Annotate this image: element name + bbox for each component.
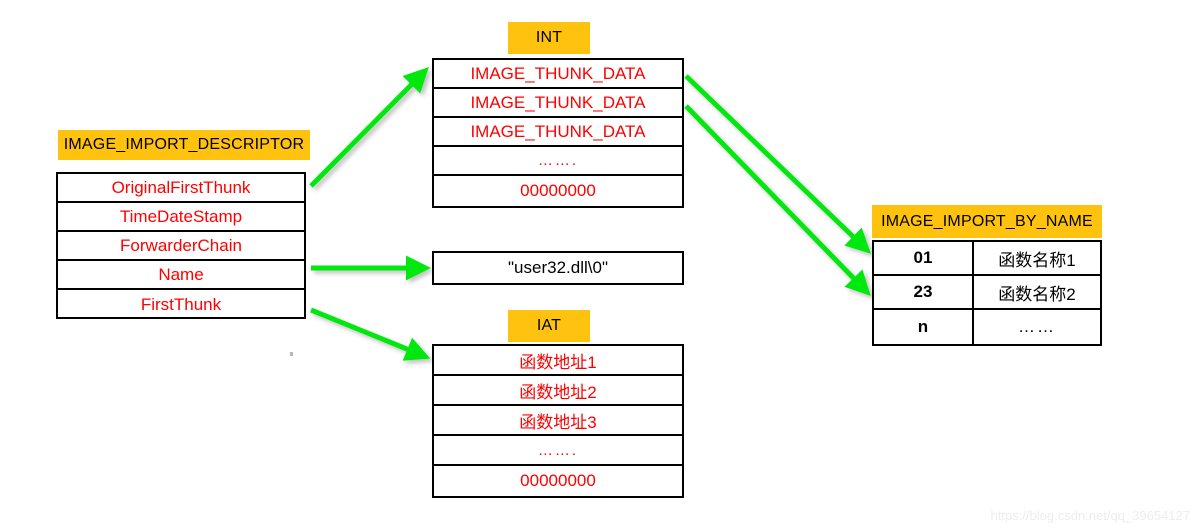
import-by-name-hint-cell: 01 — [874, 242, 974, 274]
int-row-thunk-1: IMAGE_THUNK_DATA — [434, 60, 682, 89]
descriptor-row-name: Name — [58, 261, 304, 290]
int-row-label: 00000000 — [520, 180, 596, 200]
iat-row-label: 00000000 — [520, 471, 596, 490]
import-by-name-hint-cell: n — [874, 310, 974, 344]
iat-row-ellipsis: ……. — [434, 436, 682, 466]
import-by-name-caption: IMAGE_IMPORT_BY_NAME — [872, 205, 1102, 238]
int-row-thunk-2: IMAGE_THUNK_DATA — [434, 89, 682, 118]
int-row-thunk-3: IMAGE_THUNK_DATA — [434, 118, 682, 147]
import-by-name-row: n …… — [874, 310, 1100, 344]
import-by-name-name-cell: 函数名称1 — [974, 242, 1100, 274]
arrow-int-row2-to-import-by-name-row2 — [684, 104, 871, 297]
import-by-name-name: …… — [1018, 317, 1056, 336]
import-by-name-row: 23 函数名称2 — [874, 276, 1100, 310]
iat-row-label: 函数地址2 — [519, 382, 597, 402]
iat-row-address-2: 函数地址2 — [434, 376, 682, 406]
watermark: https://blog.csdn.net/qq_39654127 — [991, 508, 1191, 523]
import-by-name-caption-label: IMAGE_IMPORT_BY_NAME — [881, 212, 1093, 230]
descriptor-table: OriginalFirstThunk TimeDateStamp Forward… — [56, 172, 306, 319]
int-row-label: ……. — [537, 152, 579, 169]
descriptor-row-firstthunk: FirstThunk — [58, 290, 304, 319]
iat-caption: IAT — [508, 310, 590, 342]
iat-row-label: ……. — [537, 441, 579, 459]
import-by-name-name-cell: …… — [974, 310, 1100, 344]
descriptor-caption-label: IMAGE_IMPORT_DESCRIPTOR — [63, 136, 305, 153]
descriptor-row-label: Name — [158, 264, 204, 284]
import-by-name-hint: 23 — [913, 282, 933, 301]
iat-row-address-1: 函数地址1 — [434, 346, 682, 376]
import-by-name-name: 函数名称1 — [998, 250, 1076, 270]
int-row-label: IMAGE_THUNK_DATA — [470, 92, 646, 112]
int-row-label: IMAGE_THUNK_DATA — [470, 63, 646, 83]
watermark-text: https://blog.csdn.net/qq_39654127 — [990, 508, 1191, 523]
iat-caption-label: IAT — [536, 317, 562, 334]
iat-table: 函数地址1 函数地址2 函数地址3 ……. 00000000 — [432, 344, 684, 498]
import-by-name-name: 函数名称2 — [998, 284, 1076, 304]
descriptor-row-label: OriginalFirstThunk — [111, 177, 251, 197]
import-by-name-hint-cell: 23 — [874, 276, 974, 308]
descriptor-row-timedatestamp: TimeDateStamp — [58, 203, 304, 232]
import-by-name-name-cell: 函数名称2 — [974, 276, 1100, 308]
int-row-ellipsis: ……. — [434, 147, 682, 176]
dll-name-box: "user32.dll\0" — [432, 251, 684, 285]
int-caption: INT — [508, 22, 590, 54]
import-by-name-row: 01 函数名称1 — [874, 242, 1100, 276]
import-by-name-table: 01 函数名称1 23 函数名称2 n …… — [872, 240, 1102, 346]
arrow-firstthunk-to-iat — [310, 307, 431, 361]
int-row-label: IMAGE_THUNK_DATA — [470, 121, 646, 141]
descriptor-row-label: TimeDateStamp — [119, 206, 243, 226]
dll-name-value: "user32.dll\0" — [508, 258, 608, 277]
arrow-int-row1-to-import-by-name-row1 — [684, 74, 872, 254]
scan-artifact-dot — [290, 352, 293, 356]
int-caption-label: INT — [535, 29, 563, 46]
descriptor-row-label: FirstThunk — [140, 294, 222, 314]
import-by-name-hint: 01 — [913, 248, 933, 267]
import-by-name-hint: n — [917, 317, 929, 336]
descriptor-row-originalfirstthunk: OriginalFirstThunk — [58, 174, 304, 203]
int-row-terminator: 00000000 — [434, 176, 682, 205]
iat-row-label: 函数地址3 — [519, 412, 597, 432]
iat-row-address-3: 函数地址3 — [434, 406, 682, 436]
int-table: IMAGE_THUNK_DATA IMAGE_THUNK_DATA IMAGE_… — [432, 58, 684, 208]
iat-row-label: 函数地址1 — [519, 352, 597, 372]
dll-name-row: "user32.dll\0" — [434, 253, 682, 283]
descriptor-row-forwarderchain: ForwarderChain — [58, 232, 304, 261]
iat-row-terminator: 00000000 — [434, 466, 682, 496]
descriptor-caption: IMAGE_IMPORT_DESCRIPTOR — [58, 130, 310, 160]
arrow-originalfirstthunk-to-int — [309, 67, 429, 188]
descriptor-row-label: ForwarderChain — [120, 235, 242, 255]
